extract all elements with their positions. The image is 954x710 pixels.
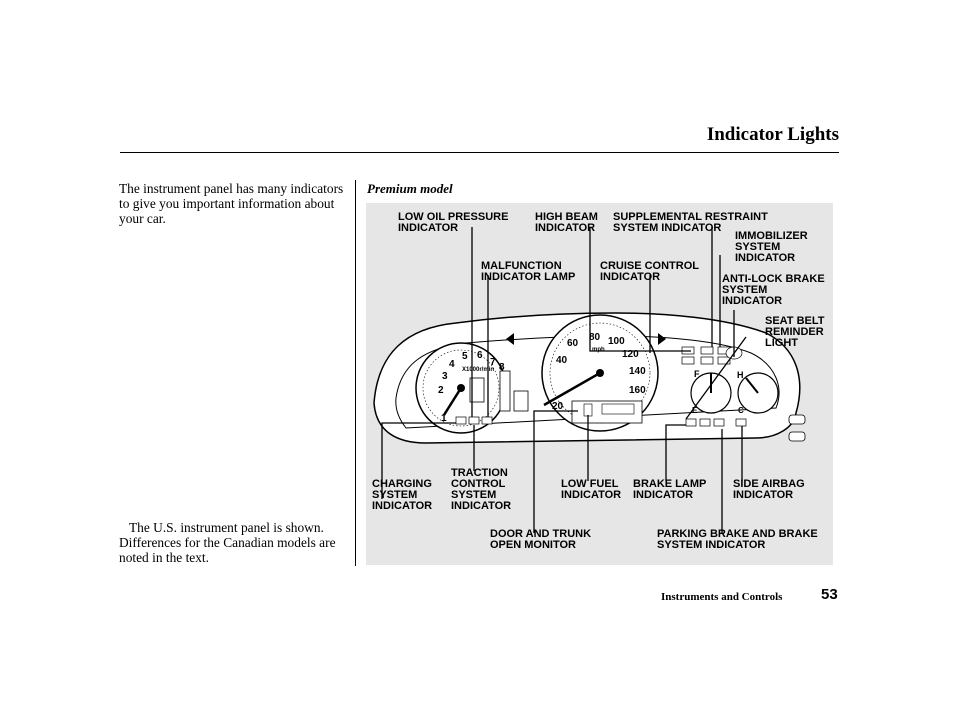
callout-charging: CHARGING SYSTEM INDICATOR bbox=[372, 478, 433, 512]
footer-section: Instruments and Controls bbox=[661, 591, 783, 603]
left-turn-arrow bbox=[506, 333, 514, 345]
tach-number: 4 bbox=[449, 359, 455, 370]
title-rule bbox=[120, 152, 839, 153]
temp-cold-label: C bbox=[738, 406, 744, 415]
callout-traction: TRACTION CONTROL SYSTEM INDICATOR bbox=[451, 467, 512, 512]
speed-number: 20 bbox=[552, 401, 564, 412]
callout-parking-brake: PARKING BRAKE AND BRAKE SYSTEM INDICATOR bbox=[657, 528, 818, 551]
fuel-empty-label: E bbox=[692, 406, 698, 415]
intro-paragraph: The instrument panel has many indicators… bbox=[119, 181, 344, 226]
tach-number: 8 bbox=[499, 362, 505, 373]
callout-brake-lamp: BRAKE LAMP INDICATOR bbox=[633, 478, 707, 501]
temp-hot-label: H bbox=[737, 370, 744, 380]
page-number: 53 bbox=[821, 586, 838, 603]
callout-side-airbag: SIDE AIRBAG INDICATOR bbox=[733, 478, 805, 501]
note-paragraph: The U.S. instrument panel is shown. Diff… bbox=[119, 520, 336, 565]
tach-number: 2 bbox=[438, 385, 444, 396]
speed-number: 60 bbox=[567, 338, 579, 349]
callout-srs: SUPPLEMENTAL RESTRAINT SYSTEM INDICATOR bbox=[613, 211, 768, 234]
callout-high-beam: HIGH BEAM INDICATOR bbox=[535, 211, 598, 234]
speed-number: 80 bbox=[589, 332, 601, 343]
leader-lines bbox=[381, 227, 747, 533]
figure-subtitle: Premium model bbox=[367, 181, 453, 196]
speedometer: 20 40 60 80 100 120 140 160 mph bbox=[541, 314, 659, 432]
callout-low-oil: LOW OIL PRESSURE INDICATOR bbox=[398, 211, 509, 234]
tach-number: 5 bbox=[462, 351, 468, 362]
callout-cruise: CRUISE CONTROL INDICATOR bbox=[600, 260, 699, 283]
right-turn-arrow bbox=[658, 333, 666, 345]
dimmer-button bbox=[788, 431, 806, 442]
speed-number: 160 bbox=[629, 385, 646, 396]
fuel-full-label: F bbox=[694, 369, 700, 379]
tach-number: 1 bbox=[441, 413, 447, 424]
instrument-panel-figure: 1 2 3 4 5 6 7 8 X1000r/min 20 40 60 80 1… bbox=[366, 203, 833, 565]
callout-seat-belt: SEAT BELT REMINDER LIGHT bbox=[765, 315, 825, 349]
speed-unit: mph bbox=[592, 347, 605, 353]
callout-low-fuel: LOW FUEL INDICATOR bbox=[561, 478, 622, 501]
tach-unit: X1000r/min bbox=[462, 367, 494, 373]
temperature-gauge: H C bbox=[737, 370, 779, 415]
column-divider bbox=[355, 180, 356, 566]
callout-immobilizer: IMMOBILIZER SYSTEM INDICATOR bbox=[735, 230, 808, 264]
tach-number: 6 bbox=[477, 350, 483, 361]
fuel-gauge: F E bbox=[690, 369, 732, 415]
speed-number: 140 bbox=[629, 366, 646, 377]
speed-number: 40 bbox=[556, 355, 568, 366]
tachometer: 1 2 3 4 5 6 7 8 X1000r/min bbox=[415, 342, 529, 434]
speed-number: 100 bbox=[608, 336, 625, 347]
tach-number: 3 bbox=[442, 371, 448, 382]
callout-door-trunk: DOOR AND TRUNK OPEN MONITOR bbox=[490, 528, 592, 551]
page-title: Indicator Lights bbox=[706, 124, 839, 145]
callout-abs: ANTI-LOCK BRAKE SYSTEM INDICATOR bbox=[722, 273, 825, 307]
tach-number: 7 bbox=[490, 357, 496, 368]
callout-malfunction: MALFUNCTION INDICATOR LAMP bbox=[481, 260, 576, 283]
speed-number: 120 bbox=[622, 349, 639, 360]
trip-button bbox=[788, 414, 806, 425]
instrument-panel-illustration: 1 2 3 4 5 6 7 8 X1000r/min 20 40 60 80 1… bbox=[373, 227, 806, 533]
